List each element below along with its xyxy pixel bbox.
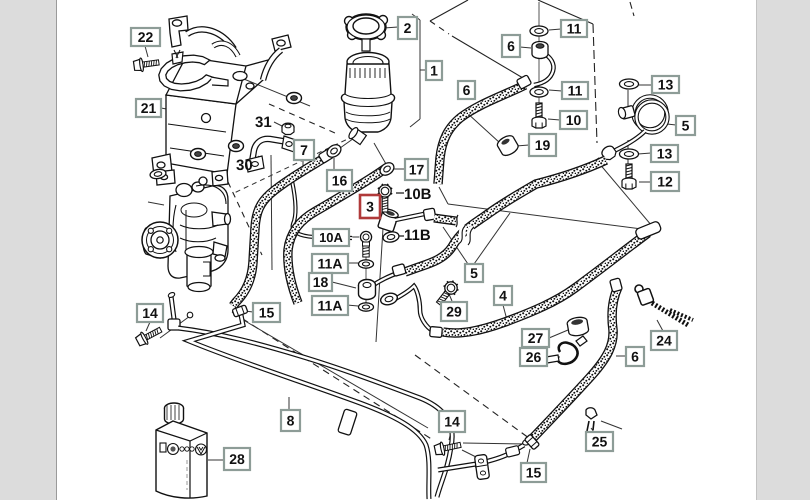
svg-text:1: 1 bbox=[430, 63, 438, 79]
svg-text:13: 13 bbox=[658, 77, 674, 93]
svg-text:31: 31 bbox=[255, 114, 272, 131]
svg-text:4: 4 bbox=[499, 288, 507, 304]
svg-text:21: 21 bbox=[141, 100, 157, 116]
svg-text:11A: 11A bbox=[318, 298, 343, 314]
svg-text:25: 25 bbox=[592, 434, 608, 450]
svg-text:26: 26 bbox=[526, 349, 542, 365]
svg-text:12: 12 bbox=[657, 174, 673, 190]
svg-text:15: 15 bbox=[526, 465, 542, 481]
svg-text:14: 14 bbox=[444, 414, 460, 430]
svg-text:6: 6 bbox=[631, 349, 639, 365]
svg-text:10: 10 bbox=[566, 112, 582, 128]
svg-text:19: 19 bbox=[535, 137, 551, 153]
svg-text:29: 29 bbox=[446, 304, 462, 320]
svg-text:10A: 10A bbox=[319, 230, 343, 245]
svg-text:3: 3 bbox=[366, 199, 374, 215]
svg-text:11: 11 bbox=[568, 83, 583, 99]
svg-text:24: 24 bbox=[656, 333, 672, 349]
svg-text:28: 28 bbox=[229, 451, 245, 467]
svg-text:27: 27 bbox=[528, 330, 544, 346]
svg-text:17: 17 bbox=[409, 162, 425, 178]
svg-text:5: 5 bbox=[470, 265, 478, 281]
svg-text:14: 14 bbox=[142, 305, 158, 321]
svg-text:11B: 11B bbox=[404, 227, 431, 244]
svg-text:18: 18 bbox=[313, 274, 329, 290]
svg-text:22: 22 bbox=[138, 29, 154, 45]
svg-text:5: 5 bbox=[682, 118, 690, 134]
svg-text:11: 11 bbox=[567, 21, 582, 37]
svg-text:13: 13 bbox=[657, 146, 673, 162]
svg-text:8: 8 bbox=[287, 413, 295, 429]
svg-text:16: 16 bbox=[332, 173, 348, 189]
svg-text:30: 30 bbox=[236, 157, 253, 174]
svg-text:6: 6 bbox=[463, 82, 471, 98]
svg-text:15: 15 bbox=[259, 305, 275, 321]
svg-text:6: 6 bbox=[507, 38, 515, 54]
svg-text:11A: 11A bbox=[318, 256, 343, 272]
svg-text:7: 7 bbox=[300, 142, 308, 158]
svg-text:10B: 10B bbox=[404, 186, 432, 203]
svg-text:2: 2 bbox=[404, 20, 412, 36]
